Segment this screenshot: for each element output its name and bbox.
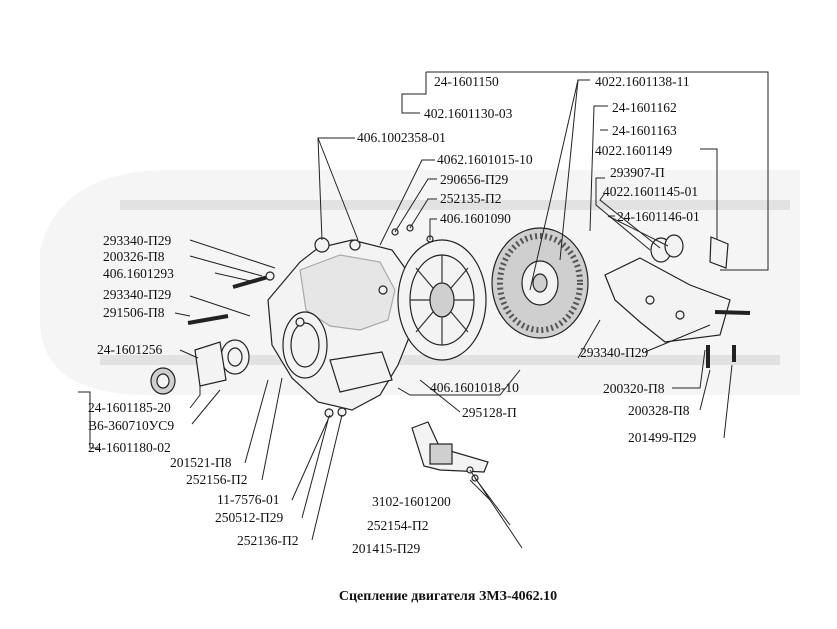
label-295128-p: 295128-П <box>462 405 517 420</box>
label-250512-p29: 250512-П29 <box>215 510 283 525</box>
clutch-disc <box>491 227 589 339</box>
label-252156-p2: 252156-П2 <box>186 472 248 487</box>
label-200320-p8: 200320-П8 <box>603 381 665 396</box>
label-293340-p29-a: 293340-П29 <box>103 233 171 248</box>
pressure-plate <box>397 239 487 361</box>
label-406-1002358-01: 406.1002358-01 <box>357 130 446 145</box>
label-24-1601256: 24-1601256 <box>97 342 162 357</box>
label-252154-p2: 252154-П2 <box>367 518 429 533</box>
label-3102-1601200: 3102-1601200 <box>372 494 451 509</box>
clutch-housing <box>267 237 413 411</box>
label-293907-p: 293907-П <box>610 165 665 180</box>
parts-illustration <box>150 224 751 482</box>
label-200328-p8: 200328-П8 <box>628 403 690 418</box>
plate-bracket <box>709 236 729 269</box>
bushing <box>664 234 684 258</box>
label-201499-p29: 201499-П29 <box>628 430 696 445</box>
label-v6-360710us9: В6-360710УС9 <box>88 418 174 433</box>
label-293340-p29-c: 293340-П29 <box>580 345 648 360</box>
release-fork <box>411 421 489 473</box>
label-252135-p2: 252135-П2 <box>440 191 502 206</box>
label-200326-p8: 200326-П8 <box>103 249 165 264</box>
label-24-1601150: 24-1601150 <box>434 74 499 89</box>
release-bearing <box>150 339 250 395</box>
label-291506-p8: 291506-П8 <box>103 305 165 320</box>
label-24-1601162: 24-1601162 <box>612 100 677 115</box>
label-406-1601018-10: 406.1601018-10 <box>430 380 519 395</box>
label-201521-p8: 201521-П8 <box>170 455 232 470</box>
part-labels: 24-1601150 402.1601130-03 4022.1601138-1… <box>88 74 700 556</box>
label-4022-1601145-01: 4022.1601145-01 <box>603 184 698 199</box>
leader-lines <box>78 71 769 549</box>
label-293340-p29-b: 293340-П29 <box>103 287 171 302</box>
label-406-1601293: 406.1601293 <box>103 266 174 281</box>
label-4022-1601149: 4022.1601149 <box>595 143 672 158</box>
label-402-1601130-03: 402.1601130-03 <box>424 106 513 121</box>
figure-caption: Сцепление двигателя ЗМЗ-4062.10 <box>339 589 557 604</box>
flywheel-cover <box>604 257 731 343</box>
bolts <box>187 224 751 482</box>
label-252136-p2: 252136-П2 <box>237 533 299 548</box>
label-11-7576-01: 11-7576-01 <box>217 492 280 507</box>
label-406-1601090: 406.1601090 <box>440 211 511 226</box>
label-4022-1601138-11: 4022.1601138-11 <box>595 74 690 89</box>
label-290656-p29: 290656-П29 <box>440 172 508 187</box>
label-24-1601146-01: 24-1601146-01 <box>617 209 700 224</box>
label-24-1601163: 24-1601163 <box>612 123 677 138</box>
label-24-1601185-20: 24-1601185-20 <box>88 400 171 415</box>
label-201415-p29: 201415-П29 <box>352 541 420 556</box>
label-4062-1601015-10: 4062.1601015-10 <box>437 152 533 167</box>
label-24-1601180-02: 24-1601180-02 <box>88 440 171 455</box>
